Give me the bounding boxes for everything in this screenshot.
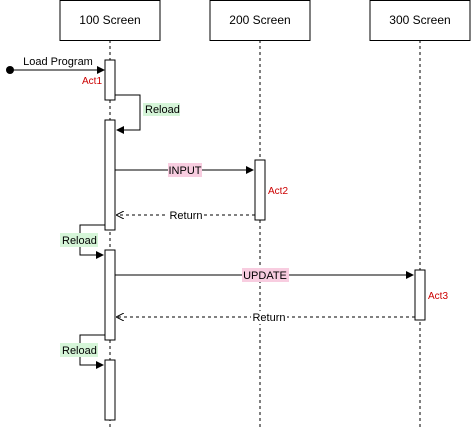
message-reload-3[interactable]: Reload xyxy=(60,334,105,369)
activation-act2[interactable] xyxy=(254,159,266,221)
lifeline-300-label: 300 Screen xyxy=(389,13,450,27)
activation-100-a[interactable] xyxy=(104,119,116,231)
return-2-label: Return xyxy=(252,312,285,324)
activation-act3[interactable] xyxy=(414,269,426,321)
lifeline-200-header[interactable] xyxy=(209,0,311,41)
message-load-program[interactable]: Load Program xyxy=(6,56,105,74)
reload-3-highlight xyxy=(60,343,98,357)
message-reload-1[interactable]: Reload xyxy=(115,94,180,134)
update-highlight xyxy=(242,268,289,282)
lifeline-300-header[interactable] xyxy=(369,0,471,41)
lifeline-100-header[interactable] xyxy=(59,0,161,41)
reload-1-arrow xyxy=(115,94,141,134)
load-program-label: Load Program xyxy=(23,56,93,68)
message-reload-2[interactable]: Reload xyxy=(60,224,105,259)
activation-act1[interactable] xyxy=(104,59,116,101)
reload-2-label: Reload xyxy=(62,235,97,247)
message-return-1[interactable]: Return xyxy=(117,209,255,222)
activation-act1-label: Act1 xyxy=(82,76,102,87)
input-label: INPUT xyxy=(169,165,202,177)
return-1-highlight xyxy=(168,209,204,222)
lifeline-200-label: 200 Screen xyxy=(229,13,290,27)
message-input[interactable]: INPUT xyxy=(115,163,254,177)
reload-1-label: Reload xyxy=(145,104,180,116)
reload-2-highlight xyxy=(60,233,98,247)
message-update[interactable]: UPDATE xyxy=(115,268,414,282)
lifeline-200-screen: 200 Screen xyxy=(209,0,311,428)
activation-100-b[interactable] xyxy=(104,249,116,341)
activation-act3-label: Act3 xyxy=(428,291,448,302)
lifeline-300-screen: 300 Screen xyxy=(369,0,471,428)
return-2-highlight xyxy=(251,311,287,324)
update-label: UPDATE xyxy=(243,270,287,282)
lifeline-100-label: 100 Screen xyxy=(79,13,140,27)
activation-100-c[interactable] xyxy=(104,359,116,421)
reload-3-label: Reload xyxy=(62,345,97,357)
input-highlight xyxy=(168,163,202,177)
return-1-label: Return xyxy=(169,210,202,222)
reload-1-highlight xyxy=(143,103,180,116)
lifeline-100-screen: 100 Screen xyxy=(59,0,161,428)
message-return-2[interactable]: Return xyxy=(117,311,415,324)
activation-act2-label: Act2 xyxy=(268,186,288,197)
